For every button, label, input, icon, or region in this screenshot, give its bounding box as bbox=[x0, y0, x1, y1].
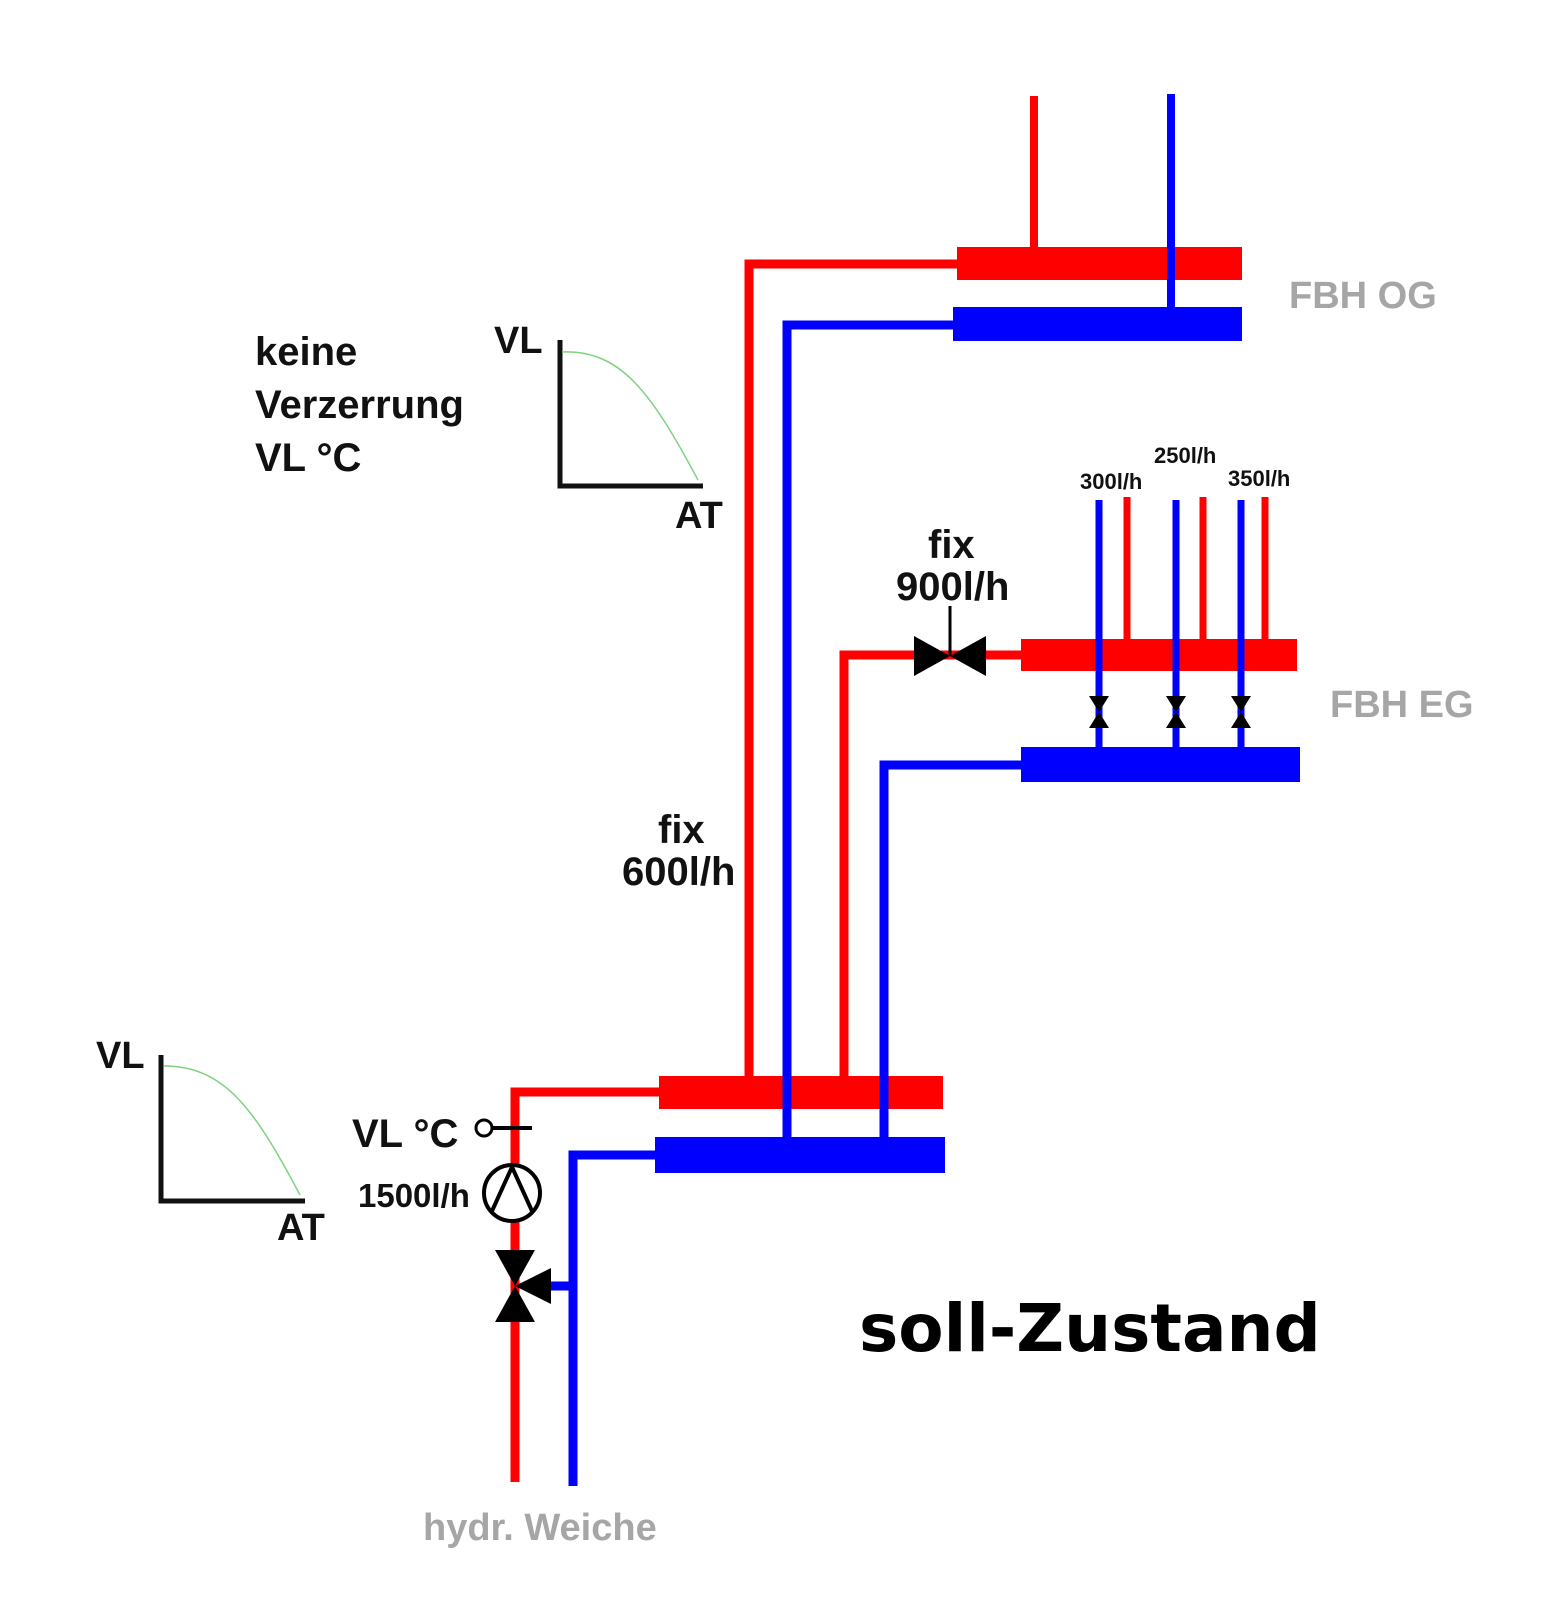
heating-curve-upper: VL AT bbox=[494, 320, 723, 537]
heating-curve-line bbox=[163, 1065, 301, 1196]
pump-sensor-label: VL °C bbox=[352, 1112, 458, 1156]
fbh-eg-supply-bar bbox=[1021, 639, 1297, 671]
temperature-sensor-icon bbox=[474, 1118, 532, 1138]
heating-curve-line bbox=[561, 351, 699, 481]
circuit-flow-3: 350l/h bbox=[1228, 466, 1290, 491]
no-distortion-line-1: keine bbox=[255, 330, 357, 374]
page-title: soll-Zustand bbox=[859, 1290, 1321, 1367]
check-valve-icon bbox=[1089, 696, 1109, 728]
eg-return-pipe bbox=[879, 760, 1024, 1140]
fix-900-line-1: fix bbox=[928, 523, 975, 567]
pump-icon bbox=[482, 1162, 542, 1223]
fbh-eg-label: FBH EG bbox=[1330, 684, 1474, 726]
fbh-og-manifold bbox=[953, 94, 1242, 341]
hydraulic-separator-label: hydr. Weiche bbox=[423, 1507, 657, 1549]
fix-600-line-1: fix bbox=[658, 808, 705, 852]
circuit-flow-2: 250l/h bbox=[1154, 443, 1216, 468]
no-distortion-line-3: VL °C bbox=[255, 436, 361, 480]
fix-600-line-2: 600l/h bbox=[622, 850, 735, 894]
fbh-eg-manifold bbox=[1021, 497, 1300, 782]
circuit-flow-1: 300l/h bbox=[1080, 469, 1142, 494]
heating-curve-icon bbox=[158, 1055, 305, 1204]
fix-900-line-2: 900l/h bbox=[896, 565, 1009, 609]
check-valve-icon bbox=[1166, 696, 1186, 728]
fbh-og-return-bar bbox=[953, 307, 1242, 341]
no-distortion-line-2: Verzerrung bbox=[255, 383, 464, 427]
main-return-bar bbox=[655, 1137, 945, 1173]
upper-curve-x-label: AT bbox=[675, 495, 723, 537]
og-supply-pipe bbox=[744, 259, 960, 1079]
pump-flow-label: 1500l/h bbox=[358, 1177, 470, 1214]
check-valve-icon bbox=[1231, 696, 1251, 728]
heating-curve-lower: VL AT bbox=[96, 1035, 325, 1249]
fbh-og-label: FBH OG bbox=[1289, 275, 1437, 317]
fbh-og-supply-bar bbox=[957, 247, 1242, 280]
mixing-valve-icon bbox=[495, 1250, 551, 1322]
boiler-return-pipe bbox=[568, 1150, 658, 1486]
eg-supply-pipe bbox=[839, 650, 1024, 1079]
upper-curve-y-label: VL bbox=[494, 320, 543, 362]
main-supply-bar bbox=[659, 1076, 943, 1109]
main-distributor bbox=[655, 1076, 945, 1173]
balancing-valve-icon bbox=[914, 606, 986, 676]
heating-curve-icon bbox=[557, 340, 703, 489]
fbh-eg-return-bar bbox=[1021, 747, 1300, 782]
lower-curve-y-label: VL bbox=[96, 1035, 145, 1077]
lower-curve-x-label: AT bbox=[277, 1207, 325, 1249]
og-return-pipe bbox=[782, 320, 956, 1140]
boiler-supply-pipe bbox=[510, 1087, 662, 1482]
